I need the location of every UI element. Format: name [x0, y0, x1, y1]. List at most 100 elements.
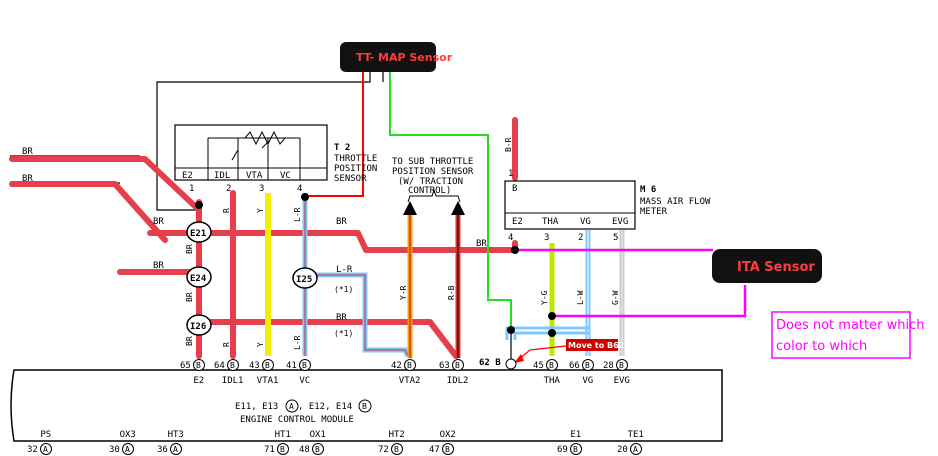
ecm-title-part-2: , E12, E14	[298, 402, 352, 412]
color-note: Does not matter which color to which	[771, 311, 924, 359]
note-line-1: Does not matter which	[776, 318, 924, 333]
tps-id: T 2	[334, 143, 350, 153]
move-to-b62-label: Move to B62	[568, 341, 624, 350]
sub-throttle-label: TO SUB THROTTLE POSITION SENSOR (W/ TRAC…	[392, 157, 474, 203]
ecm-top-pin-connector: B	[230, 361, 235, 370]
tps-pin-num-2: 2	[226, 184, 231, 194]
ecm-top-pin-number: 28	[603, 361, 614, 371]
ecm-top-pin-9: 28 B EVG	[603, 359, 630, 386]
svg-text:E24: E24	[190, 274, 207, 284]
maf-pin-tha: THA	[542, 217, 559, 227]
svg-text:I25: I25	[296, 275, 312, 285]
ecm-bottom-pin-label: E1	[570, 430, 581, 440]
ecm-bottom-pin-number: 69	[557, 445, 568, 455]
ecm-top-pin-number: 42	[391, 361, 402, 371]
wire-label-br-2: BR	[22, 174, 33, 184]
ecm-bottom-pin-connector: B	[394, 445, 399, 454]
ecm-bottom-pin-connector: B	[445, 445, 450, 454]
ecm-top-pin-label: VG	[582, 376, 593, 386]
ecm-bottom-pin-label: HT3	[168, 430, 184, 440]
tt-map-red-wire	[305, 70, 364, 197]
ecm-bottom-pin-connector-circle	[630, 443, 642, 455]
mass-air-flow-meter: B 1 E2 THA VG EVG 4 3 2 5 M 6 MASS AIR F…	[504, 169, 711, 243]
ecm-bottom-pin-connector: A	[173, 445, 178, 454]
ecm-bottom-pin-label: HT2	[389, 430, 405, 440]
ecm-top-pin-label: IDL1	[222, 376, 244, 386]
wire-label-lr-1: L-R	[293, 207, 302, 222]
svg-text:I26: I26	[190, 322, 206, 332]
tps-name-2: POSITION	[334, 164, 377, 174]
ecm-bottom-pin-number: 30	[109, 445, 120, 455]
ecm-top-pin-number: 45	[533, 361, 544, 371]
sub-throttle-line-4: CONTROL)	[408, 186, 451, 196]
junction-e24: E24	[186, 266, 212, 288]
tps-name-1: THROTTLE	[334, 154, 377, 164]
ecm-top-pin-connector-circle	[452, 359, 464, 371]
tps-pin-e2: E2	[182, 171, 193, 181]
ecm-bottom-pin-number: 32	[27, 445, 38, 455]
move-to-b62-tag: Move to B62	[566, 339, 624, 351]
svg-text:E21: E21	[190, 229, 206, 239]
wire-label-br-3: BR	[153, 217, 164, 227]
ecm-bottom-pin-7: 69 B E1	[557, 430, 582, 455]
maf-top-pin: B	[512, 184, 517, 194]
ecm-top-pin-number: 63	[439, 361, 450, 371]
ecm-bottom-pin-connector: B	[573, 445, 578, 454]
ecm-top-pin-number: 62 B	[479, 358, 501, 368]
ecm-top-pin-connector: B	[549, 361, 554, 370]
ecm-top-pin-connector: B	[196, 361, 201, 370]
tps-pin-num-4: 4	[297, 184, 302, 194]
note-line-2: color to which	[776, 339, 867, 354]
ecm-top-pin-connector-circle	[299, 359, 311, 371]
junction-connectors: E21 E24 I26 I25	[186, 221, 318, 336]
ita-sensor-badge: ITA Sensor	[712, 249, 822, 283]
wire-label-lr-3: L-R	[336, 265, 353, 275]
ecm-top-pin-connector: B	[585, 361, 590, 370]
maf-pin-e2: E2	[512, 217, 523, 227]
ecm-bottom-pin-label: HT1	[275, 430, 291, 440]
ecm-top-pin-label: E2	[193, 376, 204, 386]
ecm-top-pin-label: VTA2	[399, 376, 421, 386]
ecm-top-pin-label: VC	[299, 376, 310, 386]
wire-label-y-1: Y	[256, 208, 265, 213]
wire-label-br-5: BR	[336, 217, 347, 227]
ecm-bottom-pin-number: 20	[617, 445, 628, 455]
wire-label-yr: Y-R	[399, 285, 408, 300]
ecm-bottom-pin-label: OX3	[120, 430, 136, 440]
ecm-bottom-pin-connector-circle	[312, 443, 324, 455]
ecm-top-pin-connector: B	[302, 361, 307, 370]
ecm-bottom-pin-connector-circle	[170, 443, 182, 455]
junction-i25: I25	[292, 267, 318, 289]
black-connection-lines	[10, 70, 516, 360]
wire-label-r-2: R	[222, 342, 231, 347]
ecm-title-conn-a: A	[289, 402, 294, 411]
wire-label-br-v3: BR	[185, 336, 194, 346]
tt-map-green-wire	[389, 70, 512, 333]
ecm-top-pin-number: 64	[214, 361, 225, 371]
ecm-bottom-pin-connector-circle	[442, 443, 454, 455]
ecm-top-pin-number: 43	[249, 361, 260, 371]
ecm-bottom-pin-connector: B	[280, 445, 285, 454]
ecm-bottom-pin-connector: A	[125, 445, 130, 454]
sub-throttle-line-2: POSITION SENSOR	[392, 167, 474, 177]
ecm-top-pin-number: 65	[180, 361, 191, 371]
ecm-top-pin-connector-circle	[262, 359, 274, 371]
wire-label-y-2: Y	[256, 342, 265, 347]
wire-color-labels: BR BR BR BR BR BR BR BR BR BR R R Y Y L-…	[22, 137, 620, 350]
maf-name-2: METER	[640, 207, 668, 217]
ecm-bottom-pin-label: OX1	[310, 430, 326, 440]
wire-label-br-6: BR	[476, 239, 487, 249]
ecm-top-pin-connector: B	[619, 361, 624, 370]
ecm-top-pin-label: IDL2	[447, 376, 469, 386]
maf-name-1: MASS AIR FLOW	[640, 197, 711, 207]
sub-throttle-line-3: (W/ TRACTION	[398, 177, 463, 187]
ecm-top-pin-label: EVG	[614, 376, 630, 386]
wire-label-star1-b: (*1)	[334, 329, 353, 338]
